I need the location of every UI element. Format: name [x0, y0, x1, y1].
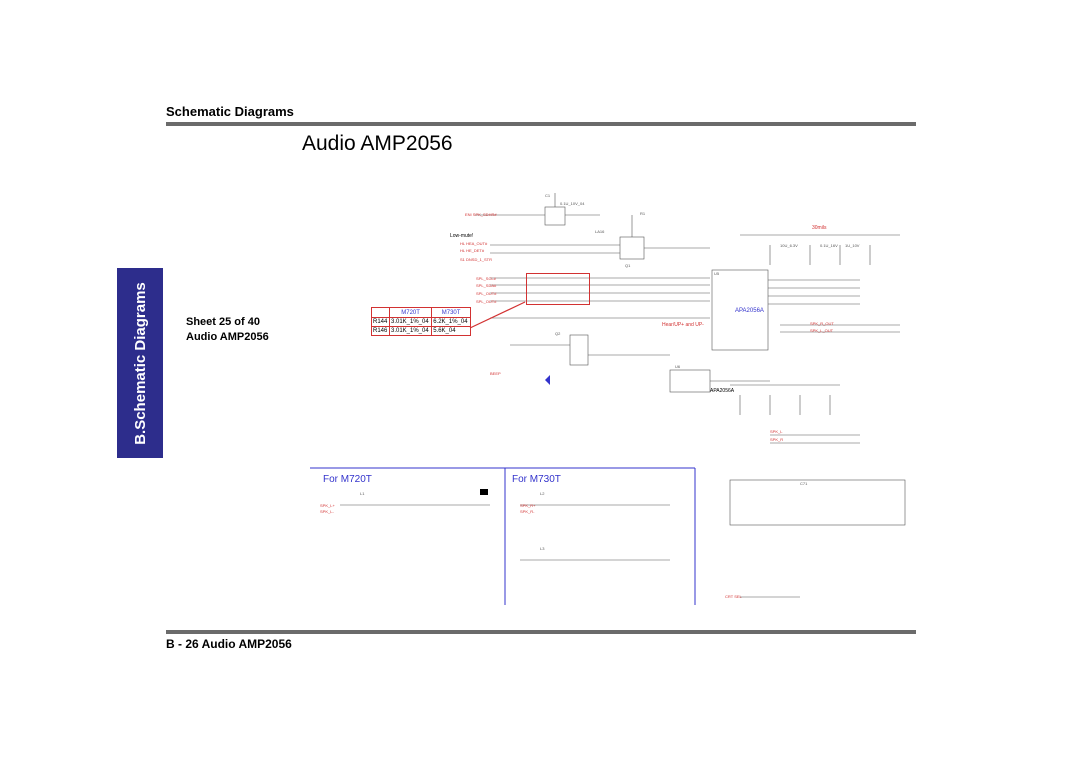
svg-text:SPK_L_OUT: SPK_L_OUT: [810, 328, 834, 333]
svg-text:HL HEA_OUT#: HL HEA_OUT#: [460, 241, 488, 246]
table-header-cell: M730T: [431, 307, 471, 318]
svg-text:CRT SEL: CRT SEL: [725, 594, 743, 599]
footer-rule: [166, 630, 916, 634]
svg-text:1U_10V: 1U_10V: [845, 243, 860, 248]
svg-text:Q1: Q1: [625, 263, 631, 268]
svg-text:SPK_L+: SPK_L+: [320, 503, 335, 508]
svg-text:HL HE_DET#: HL HE_DET#: [460, 248, 485, 253]
svg-text:SPK_R+: SPK_R+: [520, 503, 536, 508]
svg-text:C71: C71: [800, 481, 808, 486]
svg-text:SPK_R: SPK_R: [770, 437, 783, 442]
table-callout-line: [469, 301, 526, 329]
svg-text:0.1U_16V: 0.1U_16V: [820, 243, 838, 248]
table-header-cell: [371, 307, 390, 318]
section-left-label: For M720T: [323, 474, 372, 485]
svg-text:SPK_R_OUT: SPK_R_OUT: [810, 321, 834, 326]
table-header-cell: M720T: [388, 307, 433, 318]
table-cell: 3.01K_1%_04: [388, 326, 433, 336]
svg-text:SPK_L-: SPK_L-: [320, 509, 334, 514]
table-row: R144 3.01K_1%_04 6.2K_1%_04: [371, 317, 471, 327]
section-header: Schematic Diagrams: [166, 104, 294, 119]
page-title: Audio AMP2056: [302, 132, 453, 155]
table-row: R146 3.01K_1%_04 5.6K_04: [371, 326, 471, 336]
chip-label: APA2056A: [735, 308, 764, 314]
svg-text:U6: U6: [675, 364, 681, 369]
variant-table: M720T M730T R144 3.01K_1%_04 6.2K_1%_04 …: [371, 307, 471, 336]
sheet-number: Sheet 25 of 40: [186, 316, 260, 328]
side-tab: B.Schematic Diagrams: [117, 268, 163, 458]
table-cell: 3.01K_1%_04: [388, 317, 433, 327]
low-mute-label: Low-mute!: [450, 233, 473, 239]
header-rule: [166, 122, 916, 126]
svg-text:SPL_OUT#: SPL_OUT#: [476, 291, 497, 296]
svg-text:SPK_R-: SPK_R-: [520, 509, 535, 514]
svg-text:BEEP: BEEP: [490, 371, 501, 376]
table-cell: R146: [371, 326, 390, 336]
svg-text:S1 DNSD_1_STR: S1 DNSD_1_STR: [460, 257, 492, 262]
table-cell: 5.6K_04: [431, 326, 471, 336]
section-right-label: For M730T: [512, 474, 561, 485]
side-tab-label: B.Schematic Diagrams: [131, 281, 149, 445]
table-cell: R144: [371, 317, 390, 327]
svg-text:SPK_L: SPK_L: [770, 429, 783, 434]
part-bottom-label: APA2056A: [710, 388, 735, 394]
svg-text:SPL_OUT#: SPL_OUT#: [476, 299, 497, 304]
footer-text: B - 26 Audio AMP2056: [166, 637, 292, 651]
input-note-label: Hear/UP+ and UP-: [662, 322, 704, 328]
svg-text:SPL_SDA#: SPL_SDA#: [476, 283, 497, 288]
svg-text:SPL_SCL#: SPL_SCL#: [476, 276, 497, 281]
schematic-drawing: ENI SPK_SDHR# HL HEA_OUT# HL HE_DET# S1 …: [310, 193, 906, 605]
sheet-info: Sheet 25 of 40 Audio AMP2056: [186, 315, 269, 345]
svg-text:ENI SPK_SDHR#: ENI SPK_SDHR#: [465, 212, 497, 217]
svg-text:0.1U_10V_04: 0.1U_10V_04: [560, 201, 585, 206]
table-cell: 6.2K_1%_04: [431, 317, 471, 327]
svg-text:10U_6.3V: 10U_6.3V: [780, 243, 798, 248]
svg-text:L2: L2: [540, 491, 545, 496]
svg-text:R1: R1: [640, 211, 646, 216]
freq-label: 30mils: [812, 225, 827, 231]
sheet-title: Audio AMP2056: [186, 331, 269, 343]
svg-text:C1: C1: [545, 193, 551, 198]
svg-text:U5: U5: [714, 271, 720, 276]
svg-text:LA16: LA16: [595, 229, 605, 234]
svg-text:L3: L3: [540, 546, 545, 551]
svg-text:Q2: Q2: [555, 331, 561, 336]
svg-text:L1: L1: [360, 491, 365, 496]
highlight-box: [526, 273, 590, 305]
